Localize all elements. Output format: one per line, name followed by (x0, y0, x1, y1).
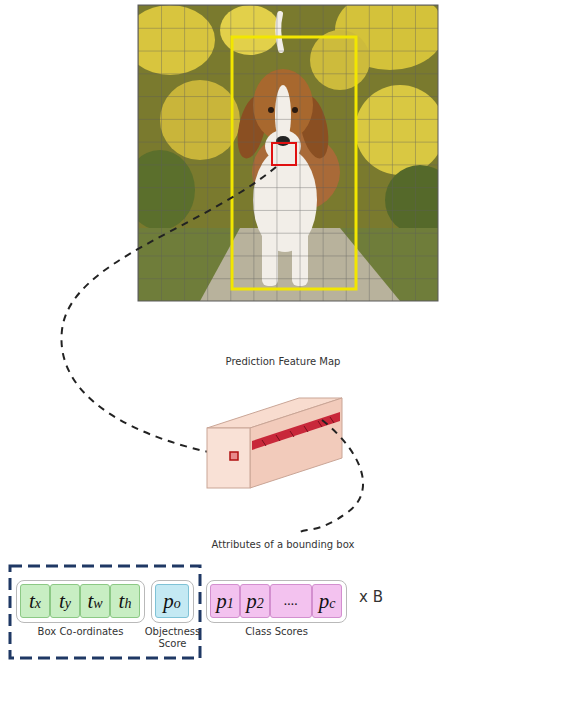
attribute-cell: tw (80, 584, 110, 618)
caption-label: Attributes of a bounding box (212, 539, 355, 550)
attribute-symbol: ty (59, 591, 71, 612)
feature-map-side (250, 398, 342, 488)
dashed-leader (61, 167, 276, 456)
attribute-group: poObjectness Score (151, 580, 194, 623)
multiplier-label: x B (359, 588, 383, 606)
caption-label: Prediction Feature Map (226, 356, 341, 367)
feature-vector-strip (252, 412, 340, 450)
attribute-cell: p1 (210, 584, 240, 618)
attribute-group: txtytwthBox Co-ordinates (16, 580, 145, 623)
attribute-symbol: p1 (216, 591, 234, 612)
bounding-box (232, 37, 356, 289)
attribute-symbol: pc (319, 591, 336, 612)
attribute-symbol: tw (87, 591, 102, 612)
dog-photo (138, 5, 438, 301)
attribute-cell: p2 (240, 584, 270, 618)
attribute-cell: pc (312, 584, 342, 618)
group-label: Class Scores (231, 626, 323, 638)
dashed-leader (300, 420, 363, 532)
attribute-cell: .... (270, 584, 312, 618)
attribute-cell: th (110, 584, 140, 618)
attribute-symbol: po (163, 591, 181, 612)
attribute-symbol: tx (29, 591, 41, 612)
grid-cell-highlight (272, 143, 296, 165)
attribute-cell: ty (50, 584, 80, 618)
group-label: Objectness Score (137, 626, 209, 650)
attribute-cell: po (155, 584, 189, 618)
feature-cell (230, 452, 238, 460)
attribute-symbol: th (119, 591, 132, 612)
group-label: Box Co-ordinates (25, 626, 137, 638)
attribute-cell: tx (20, 584, 50, 618)
photo-background (138, 5, 438, 301)
grid (138, 5, 438, 301)
feature-map-front (207, 428, 250, 488)
attribute-symbol: .... (284, 594, 298, 608)
photo-border (138, 5, 438, 301)
attribute-symbol: p2 (246, 591, 264, 612)
attribute-group: p1p2....pcClass Scores (206, 580, 347, 623)
